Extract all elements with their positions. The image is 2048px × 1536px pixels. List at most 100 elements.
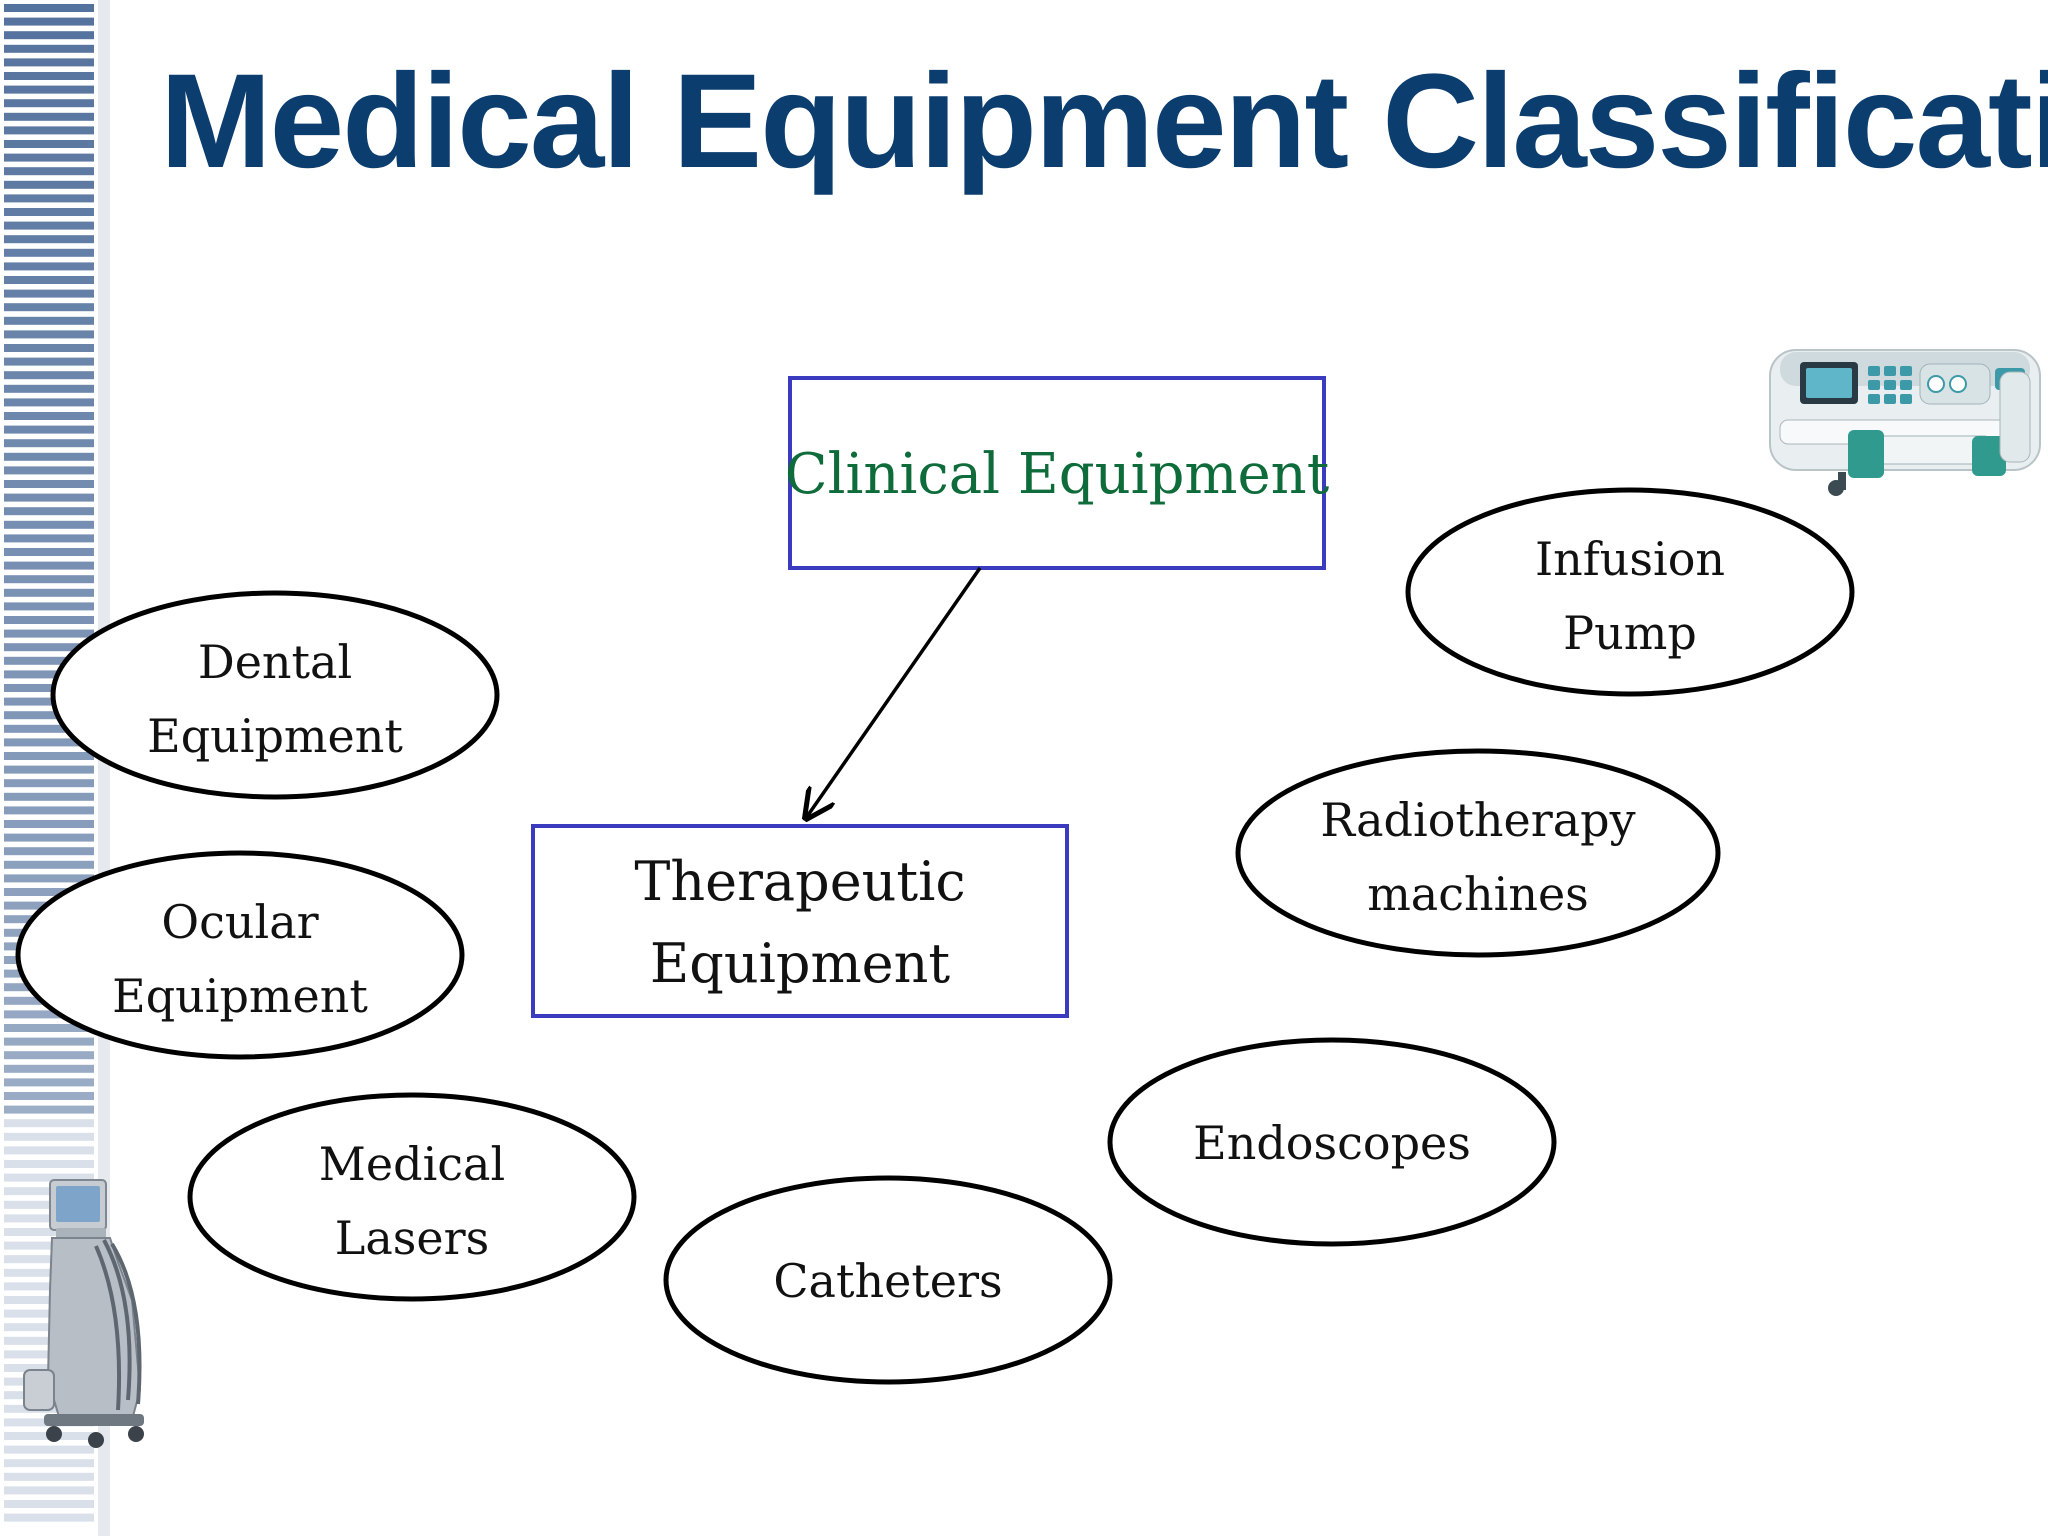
stripe bbox=[4, 1078, 94, 1087]
stripe bbox=[4, 357, 94, 366]
stripe bbox=[4, 616, 94, 624]
stripe bbox=[4, 1064, 94, 1073]
stripe bbox=[4, 1105, 94, 1114]
stripe bbox=[4, 1092, 94, 1100]
stripe bbox=[4, 167, 94, 176]
item-radiotherapy-line2: machines bbox=[1367, 867, 1589, 921]
root-node: Clinical Equipment bbox=[785, 376, 1330, 570]
stripe bbox=[4, 180, 94, 189]
child-node-label-line2: Equipment bbox=[650, 932, 951, 995]
stripe bbox=[4, 860, 94, 869]
stripe bbox=[4, 398, 94, 407]
stripe bbox=[4, 303, 94, 312]
stripe bbox=[4, 330, 94, 339]
stripe bbox=[4, 1268, 94, 1277]
stripe bbox=[4, 316, 94, 325]
stripe bbox=[4, 874, 94, 883]
item-ocular: Ocular Equipment bbox=[15, 850, 465, 1060]
stripe bbox=[4, 344, 94, 352]
stripe bbox=[4, 1500, 94, 1508]
stripe bbox=[4, 289, 94, 298]
stripe bbox=[4, 697, 94, 706]
stripe bbox=[4, 792, 94, 801]
stripe bbox=[4, 235, 94, 244]
root-to-child-arrow bbox=[806, 567, 982, 818]
stripe bbox=[4, 847, 94, 856]
item-lasers-line2: Lasers bbox=[335, 1211, 489, 1265]
stripe bbox=[4, 248, 94, 257]
stripe bbox=[4, 412, 94, 420]
stripe bbox=[4, 588, 94, 597]
item-radiotherapy-line1: Radiotherapy bbox=[1320, 793, 1635, 847]
stripe bbox=[4, 112, 94, 121]
stripe bbox=[4, 1173, 94, 1182]
stripe bbox=[4, 1228, 94, 1236]
item-radiotherapy: Radiotherapy machines bbox=[1235, 748, 1721, 958]
item-catheters-line1: Catheters bbox=[773, 1254, 1002, 1308]
stripe bbox=[4, 711, 94, 720]
stripe bbox=[4, 833, 94, 842]
item-dental-line2: Equipment bbox=[147, 709, 403, 763]
stripe bbox=[4, 548, 94, 556]
laser-cart-device-icon bbox=[23, 1179, 144, 1448]
item-dental-line1: Dental bbox=[198, 635, 352, 689]
stripe bbox=[4, 276, 94, 284]
root-node-label: Clinical Equipment bbox=[785, 442, 1330, 507]
item-catheters: Catheters bbox=[663, 1175, 1113, 1385]
stripe bbox=[4, 4, 94, 12]
stripe bbox=[4, 493, 94, 502]
stripe bbox=[4, 1037, 94, 1046]
stripe bbox=[4, 643, 94, 652]
stripe bbox=[4, 44, 94, 53]
stripe bbox=[4, 1132, 94, 1141]
stripe bbox=[4, 1486, 94, 1495]
child-node-label-line1: Therapeutic bbox=[634, 850, 965, 913]
stripe bbox=[4, 1445, 94, 1454]
stripe bbox=[4, 629, 94, 638]
stripe bbox=[4, 656, 94, 665]
stripe bbox=[4, 575, 94, 584]
stripe bbox=[4, 17, 94, 26]
stripe bbox=[4, 670, 94, 679]
stripe bbox=[4, 1051, 94, 1060]
stripe bbox=[4, 262, 94, 271]
infusion-pump-device-icon bbox=[1769, 349, 2041, 496]
stripe bbox=[4, 602, 94, 611]
stripe bbox=[4, 1024, 94, 1032]
stripe bbox=[4, 1119, 94, 1128]
stripe bbox=[4, 208, 94, 216]
stripe bbox=[4, 452, 94, 461]
stripe bbox=[4, 1160, 94, 1168]
stripe bbox=[4, 724, 94, 733]
item-lasers: Medical Lasers bbox=[187, 1092, 637, 1302]
item-infusion: Infusion Pump bbox=[1405, 487, 1855, 697]
item-endoscopes-line1: Endoscopes bbox=[1193, 1116, 1471, 1170]
stripe bbox=[4, 58, 94, 67]
stripe bbox=[4, 888, 94, 896]
stripe bbox=[4, 99, 94, 108]
stripe bbox=[4, 684, 94, 692]
stripe bbox=[4, 820, 94, 828]
stripe bbox=[4, 439, 94, 448]
stripe bbox=[4, 561, 94, 570]
item-endoscopes: Endoscopes bbox=[1107, 1037, 1557, 1247]
stripe bbox=[4, 221, 94, 230]
stripe bbox=[4, 126, 94, 135]
stripe bbox=[4, 534, 94, 543]
child-node: Therapeutic Equipment bbox=[531, 824, 1069, 1018]
stripe bbox=[4, 1146, 94, 1155]
stripe bbox=[4, 480, 94, 488]
item-infusion-line1: Infusion bbox=[1535, 532, 1725, 586]
stripe bbox=[4, 425, 94, 434]
stripe bbox=[4, 1282, 94, 1291]
stripe bbox=[4, 752, 94, 760]
stripe bbox=[4, 194, 94, 203]
stripe bbox=[4, 1010, 94, 1019]
stripe bbox=[4, 765, 94, 774]
stripe bbox=[4, 371, 94, 380]
stripe bbox=[4, 806, 94, 815]
stripe bbox=[4, 520, 94, 529]
stripe bbox=[4, 779, 94, 788]
